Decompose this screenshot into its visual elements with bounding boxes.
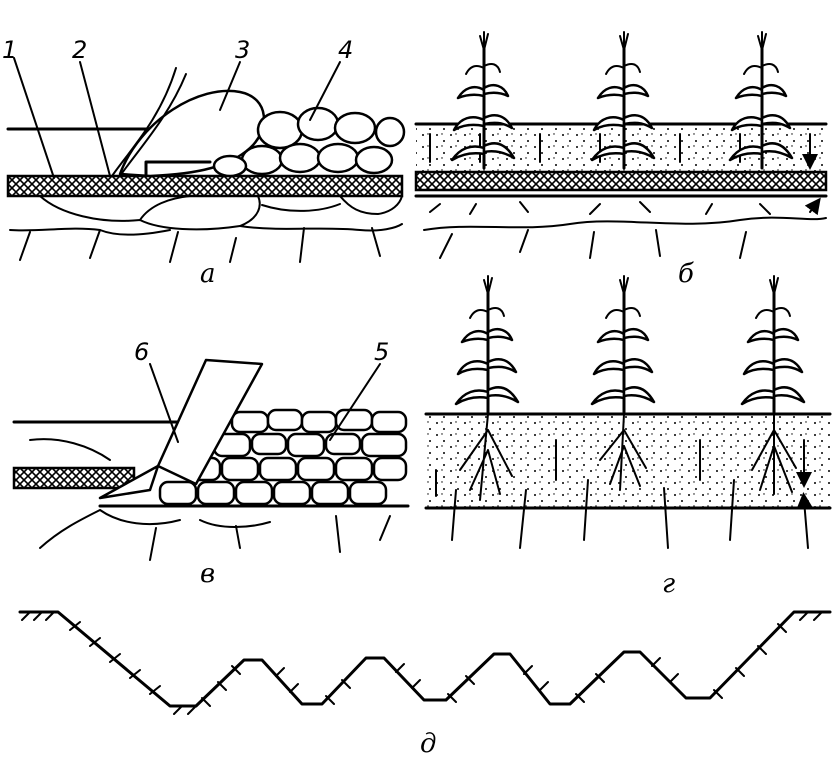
panel-b: б (414, 30, 828, 289)
panel-label-g: г (662, 569, 675, 599)
panel-a: 1 2 3 4 а (2, 36, 406, 289)
panel-label-b: б (678, 259, 694, 289)
panel-g: г (424, 274, 832, 599)
panel-label-d: д (420, 729, 436, 759)
panel-label-v: в (200, 559, 215, 589)
callout-2: 2 (72, 36, 87, 64)
callout-1: 1 (2, 36, 17, 64)
callout-6: 6 (134, 338, 149, 366)
callout-4: 4 (338, 36, 353, 64)
callout-3: 3 (235, 36, 250, 64)
panel-d: д (18, 610, 832, 759)
callout-5: 5 (374, 338, 389, 366)
panel-label-a: а (200, 259, 216, 289)
panel-v: 6 5 в (12, 338, 410, 589)
